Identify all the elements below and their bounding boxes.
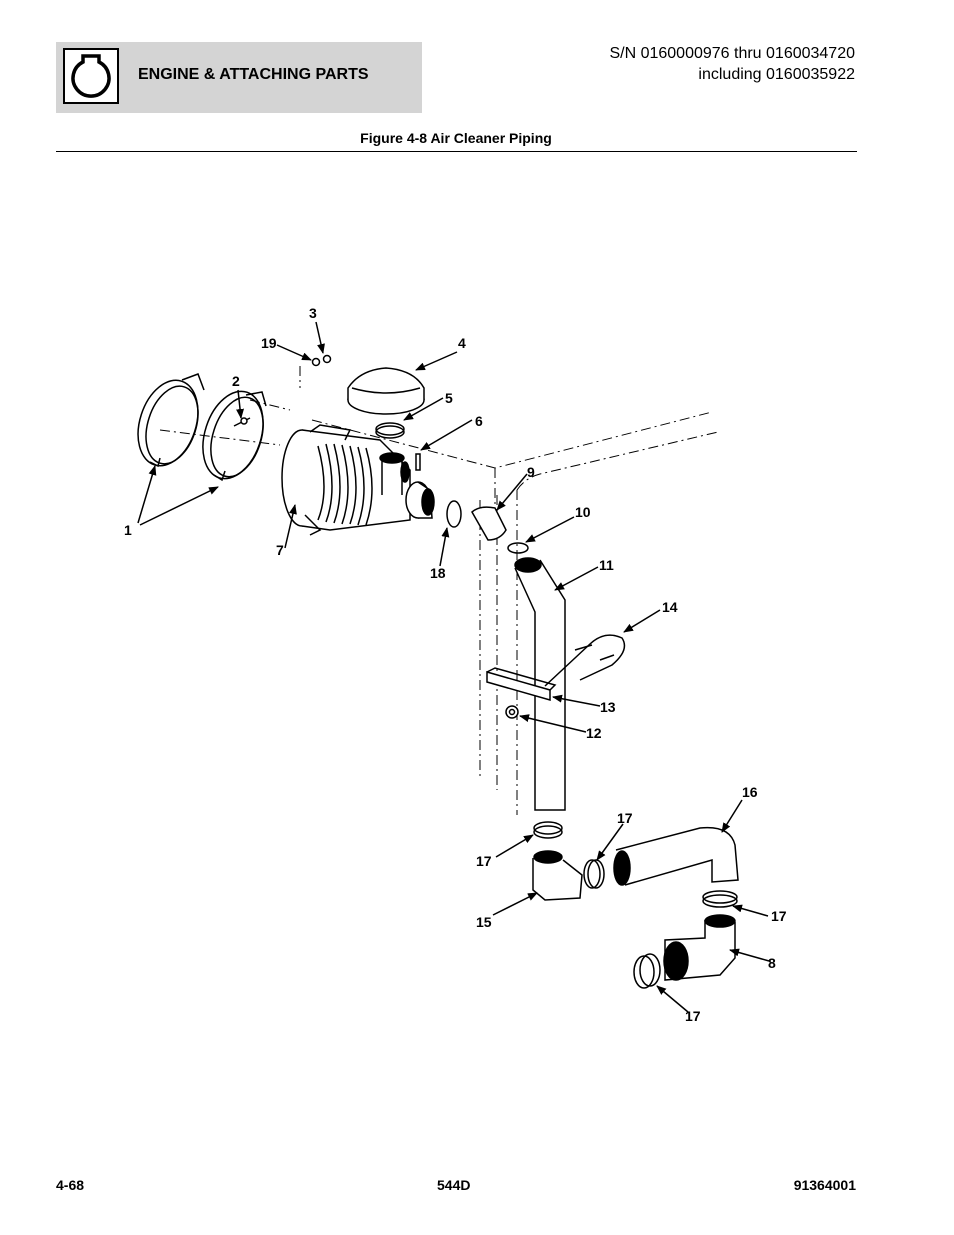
callout-17c: 17 xyxy=(771,908,787,924)
lower-piping xyxy=(532,821,739,989)
callout-6: 6 xyxy=(475,413,483,429)
callout-11: 11 xyxy=(599,557,614,573)
bolt-and-nuts xyxy=(233,354,332,427)
callout-labels: 1 2 3 4 5 6 7 8 9 10 11 12 13 14 15 16 1… xyxy=(124,305,787,1024)
callout-2: 2 xyxy=(232,373,240,389)
callout-9: 9 xyxy=(527,464,535,480)
callout-3: 3 xyxy=(309,305,317,321)
section-title: ENGINE & ATTACHING PARTS xyxy=(138,66,369,83)
page-number: 4-68 xyxy=(56,1177,85,1193)
figure-caption: Figure 4-8 Air Cleaner Piping xyxy=(360,130,552,146)
pre-cleaner xyxy=(347,367,425,483)
header-rule xyxy=(56,151,857,152)
callout-15: 15 xyxy=(476,914,492,930)
frame-phantom-lines xyxy=(159,366,719,815)
callout-14: 14 xyxy=(662,599,678,615)
callout-17a: 17 xyxy=(617,810,633,826)
callout-17d: 17 xyxy=(685,1008,701,1024)
vertical-tube xyxy=(507,542,566,811)
clamp-bands xyxy=(137,373,267,482)
air-cleaner-assembly xyxy=(281,424,435,536)
callout-4: 4 xyxy=(458,335,466,351)
serial-number-range: S/N 0160000976 thru 0160034720 including… xyxy=(609,43,855,85)
engine-icon xyxy=(63,48,119,104)
manual-number: 91364001 xyxy=(793,1177,856,1193)
callout-19: 19 xyxy=(261,335,277,351)
callout-10: 10 xyxy=(575,504,591,520)
callout-18: 18 xyxy=(430,565,446,581)
callout-8: 8 xyxy=(768,955,776,971)
callout-13: 13 xyxy=(600,699,616,715)
callout-17b: 17 xyxy=(476,853,492,869)
serial-line-1: S/N 0160000976 thru 0160034720 xyxy=(609,45,855,62)
model-number: 544D xyxy=(437,1177,471,1193)
callout-16: 16 xyxy=(742,784,758,800)
callout-leaders xyxy=(137,321,770,1013)
callout-1: 1 xyxy=(124,522,132,538)
serial-line-2: including 0160035922 xyxy=(698,66,855,83)
mounting-bracket xyxy=(486,634,626,719)
callout-5: 5 xyxy=(445,390,453,406)
inlet-elbow xyxy=(446,500,507,541)
callout-7: 7 xyxy=(276,542,284,558)
callout-12: 12 xyxy=(586,725,602,741)
